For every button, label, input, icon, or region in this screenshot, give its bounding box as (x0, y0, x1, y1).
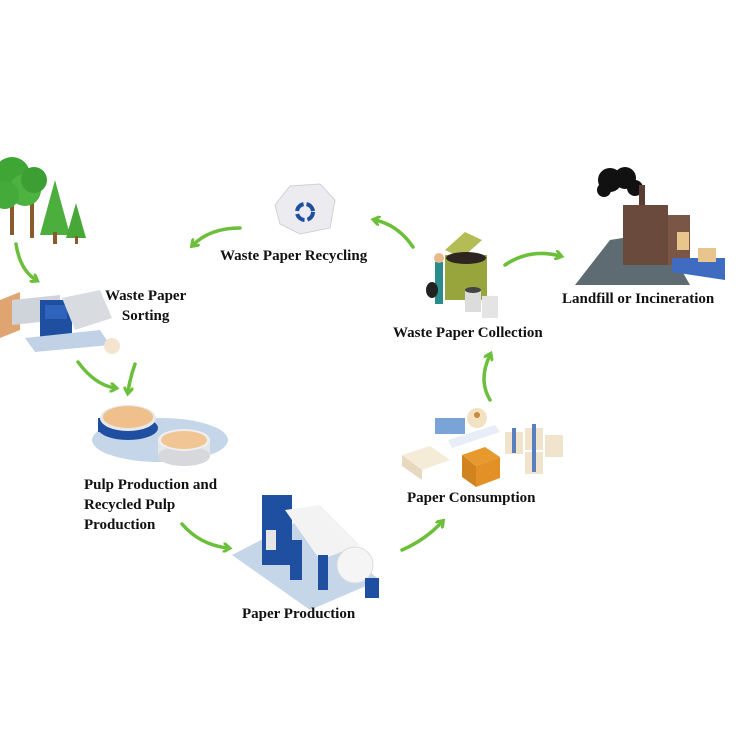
label-paper-consumption: Paper Consumption (407, 490, 536, 506)
arrow-sorting-to-pulp-right (128, 362, 137, 392)
paper-machine-icon (232, 495, 380, 610)
label-line: Pulp Production and (84, 477, 218, 493)
arrow-forest-to-sorting (14, 242, 36, 280)
arrow-production-to-consumption (400, 522, 442, 552)
trees-icon (0, 157, 86, 244)
flow-arrows (14, 220, 560, 552)
arrow-recycling-to-sorting (193, 226, 242, 245)
label-waste-paper-sorting: Waste Paper Sorting (105, 286, 186, 326)
paper-products-icon (402, 408, 563, 487)
sorting-machine-icon (0, 290, 120, 354)
waste-bin-icon (426, 232, 498, 318)
arrow-collection-to-recycling (375, 220, 415, 249)
recycle-paper-icon (274, 183, 336, 235)
label-pulp-production: Pulp Production and Recycled Pulp Produc… (84, 475, 217, 535)
pulp-vats-icon (92, 405, 228, 466)
label-paper-production: Paper Production (242, 606, 356, 622)
arrow-collection-to-landfill (503, 253, 560, 267)
arrow-sorting-to-pulp-left (76, 360, 115, 388)
label-waste-paper-recycling: Waste Paper Recycling (220, 248, 368, 264)
label-line: Production (84, 517, 156, 533)
label-landfill-or-incineration: Landfill or Incineration (562, 291, 715, 307)
label-waste-paper-collection: Waste Paper Collection (393, 325, 543, 341)
label-line: Waste Paper (105, 288, 187, 304)
label-line: Recycled Pulp (84, 497, 176, 513)
arrow-consumption-to-collection (482, 355, 490, 402)
incinerator-landfill-icon (575, 167, 725, 285)
label-line: Sorting (121, 308, 170, 324)
arrow-pulp-to-production (180, 522, 228, 548)
